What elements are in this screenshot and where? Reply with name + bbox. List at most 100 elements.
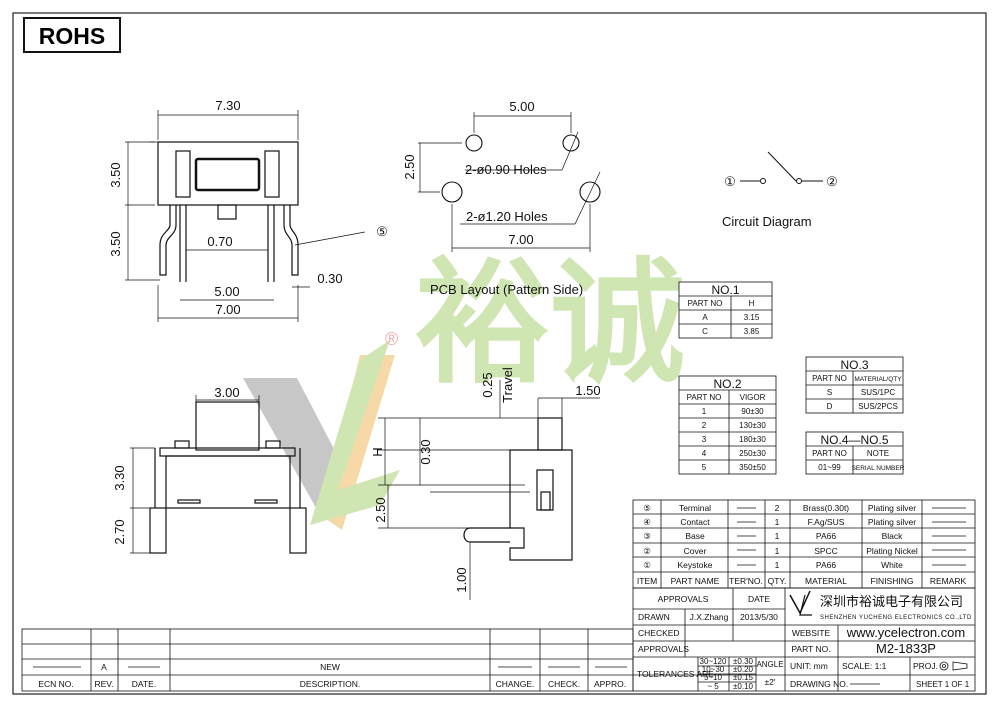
bom-finish: Plating silver xyxy=(868,503,916,513)
bom-qty: 1 xyxy=(775,531,780,541)
rev-header-description: DESCRIPTION. xyxy=(300,679,360,689)
rev-description: NEW xyxy=(320,662,340,672)
tb-partno: M2-1833P xyxy=(876,641,936,656)
tb-drawing-no: DRAWING NO. xyxy=(790,679,848,689)
rev-header-ecn: ECN NO. xyxy=(38,679,73,689)
bom-item: ① xyxy=(643,560,651,570)
table-header-cell: NOTE xyxy=(867,449,889,458)
tb-sheet: SHEET 1 OF 1 xyxy=(916,680,970,689)
tb-website: www.ycelectron.com xyxy=(846,625,965,640)
table-cell: 3.85 xyxy=(744,327,760,336)
pcb-layout xyxy=(418,112,601,252)
rohs-text: ROHS xyxy=(39,23,105,49)
dim-side-base: 2.50 xyxy=(373,497,388,522)
table-cell: SERIAL NUMBER xyxy=(852,465,905,472)
tb-scale: SCALE: 1:1 xyxy=(842,661,887,671)
table-frame xyxy=(805,431,904,475)
bom-header-remark: REMARK xyxy=(930,576,967,586)
logo-brand-text: 裕诚 xyxy=(415,248,685,399)
tb-drawn: DRAWN xyxy=(638,612,670,622)
bom-table xyxy=(632,499,976,589)
bom-row-1: ① Keystoke 1 PA66 White xyxy=(643,560,903,570)
table-title: NO.2 xyxy=(713,377,741,391)
table-cell: 2 xyxy=(702,421,707,430)
bom-material: PA66 xyxy=(816,531,836,541)
table-cell: D xyxy=(827,402,833,411)
bom-material: Brass(0.30t) xyxy=(803,503,849,513)
bom-item: ② xyxy=(643,546,651,556)
rev-letter: A xyxy=(101,662,107,672)
table-cell: 180±30 xyxy=(739,435,766,444)
logo-l-green xyxy=(310,340,400,525)
table-header-cell: H xyxy=(749,299,755,308)
table-title: NO.3 xyxy=(840,358,868,372)
circuit-pin-2: ② xyxy=(826,174,838,189)
rev-header-change: CHANGE. xyxy=(496,679,535,689)
dim-pcb-overall: 7.00 xyxy=(508,232,533,247)
bom-name: Base xyxy=(685,531,705,541)
bom-finish: Black xyxy=(882,531,904,541)
tb-tol-range-1: 30~120 xyxy=(700,657,727,666)
tb-company-cn: 深圳市裕诚电子有限公司 xyxy=(820,594,963,609)
bom-material: F.Ag/SUS xyxy=(808,517,845,527)
bom-name: Cover xyxy=(684,546,707,556)
bom-header-qty: QTY. xyxy=(768,576,787,586)
bom-row-3: ③ Base 1 PA66 Black xyxy=(643,531,903,541)
tb-drawn-date: 2013/5/30 xyxy=(740,612,778,622)
dim-front-body-height: 3.30 xyxy=(112,465,127,490)
rev-header-rev: REV. xyxy=(94,679,113,689)
table-cell: 3 xyxy=(702,435,707,444)
bom-qty: 1 xyxy=(775,560,780,570)
rev-header-check: CHECK. xyxy=(548,679,580,689)
bom-row-5: ⑤ Terminal 2 Brass(0.30t) Plating silver xyxy=(643,503,916,513)
dim-top-height: 3.50 xyxy=(108,162,123,187)
dim-pcb-row-gap: 2.50 xyxy=(402,154,417,179)
table-cell: 1 xyxy=(702,407,707,416)
table-cell: 01~99 xyxy=(818,463,841,472)
bom-name: Keystoke xyxy=(678,560,713,570)
sheet-border xyxy=(12,12,987,695)
bom-row-2: ② Cover 1 SPCC Plating Nickel xyxy=(643,546,918,556)
tb-angle-value: ±2' xyxy=(764,677,775,687)
table-cell: SUS/2PCS xyxy=(858,402,898,411)
label-large-holes: 2-ø1.20 Holes xyxy=(466,209,548,224)
tb-tol-range-2: 10~30 xyxy=(702,665,725,674)
tb-tol-value-3: ±0.15 xyxy=(733,673,754,682)
tb-angle: ANGLE xyxy=(756,660,783,669)
bom-qty: 1 xyxy=(775,546,780,556)
rev-header-appro: APPRO. xyxy=(594,679,626,689)
tb-checked: CHECKED xyxy=(638,628,680,638)
callout-terminal: ⑤ xyxy=(376,224,388,239)
table-cell: A xyxy=(702,313,708,322)
label-small-holes: 2-ø0.90 Holes xyxy=(465,162,547,177)
table-header-cell: MATERIAL/QTY xyxy=(854,376,902,383)
tb-unit: UNIT: mm xyxy=(790,661,828,671)
table-cell: 350±50 xyxy=(739,463,766,472)
bom-header: ITEM PART NAME TER'NO. QTY. MATERIAL FIN… xyxy=(637,576,967,586)
bom-header-ter: TER'NO. xyxy=(729,576,763,586)
table-cell: C xyxy=(702,327,708,336)
bom-finish: Plating Nickel xyxy=(866,546,918,556)
tb-proj: PROJ. xyxy=(913,661,938,671)
bom-item: ⑤ xyxy=(643,503,651,513)
bom-header-name: PART NAME xyxy=(671,576,720,586)
table-cell: 5 xyxy=(702,463,707,472)
circuit-caption: Circuit Diagram xyxy=(722,214,812,229)
tb-website-label: WEBSITE xyxy=(792,628,831,638)
tb-tol-range-3: 5~10 xyxy=(704,673,723,682)
logo-registered: ® xyxy=(385,329,398,349)
front-view xyxy=(130,395,307,554)
dim-lead-thickness: 0.30 xyxy=(317,271,342,286)
tb-tol-value-1: ±0.30 xyxy=(733,657,754,666)
circuit-diagram xyxy=(740,151,823,184)
tb-tol-range-4: ~ 5 xyxy=(707,682,719,691)
bom-material: SPCC xyxy=(814,546,838,556)
bom-header-item: ITEM xyxy=(637,576,657,586)
table-cell: S xyxy=(827,388,832,397)
top-view xyxy=(125,110,366,322)
